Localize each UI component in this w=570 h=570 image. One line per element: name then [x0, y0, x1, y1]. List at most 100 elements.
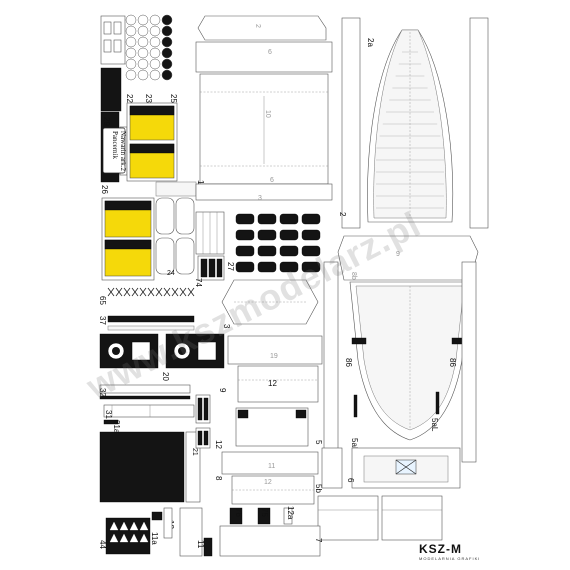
label-3: 3 [222, 324, 231, 329]
label-31: 31 [104, 410, 113, 419]
label-26: 26 [100, 185, 109, 194]
svg-text:8b: 8b [350, 272, 357, 280]
part-25-disc [137, 25, 149, 37]
svg-text:11: 11 [268, 463, 275, 470]
part-25-disc [161, 58, 173, 70]
part-3-hexagonal [221, 279, 319, 325]
part-25-disc [161, 69, 173, 81]
part-black-ring [235, 229, 255, 241]
part-black-ring [279, 245, 299, 257]
svg-text:3: 3 [258, 195, 262, 202]
label-12-top: 12 [268, 379, 277, 388]
label-7: 7 [314, 538, 323, 543]
part-bottom-right-boxes [317, 495, 443, 541]
part-25-disc [161, 36, 173, 48]
part-23-yellow-panels [126, 102, 178, 182]
part-11-box [221, 451, 319, 505]
title-line-2: Nawarin ark.2 [119, 131, 127, 172]
part-44-triangles [109, 521, 149, 543]
part-small-tabs [195, 211, 225, 255]
part-cylinder-wraps [155, 181, 197, 275]
part-25-disc [137, 69, 149, 81]
part-25-disc-group [100, 14, 173, 81]
part-black-ring [279, 261, 299, 273]
label-12a: 12a [286, 506, 295, 520]
label-11a: 11a [150, 532, 159, 545]
part-small-black-ladder [195, 394, 211, 449]
brand-logo-text: KSZ-M [419, 542, 462, 556]
label-12-side: 12 [214, 440, 223, 449]
label-11: 11 [196, 540, 205, 549]
part-black-ring [301, 261, 321, 273]
part-25-disc [149, 25, 161, 37]
part-black-boxes-row [235, 407, 309, 447]
part-25-disc [161, 47, 173, 59]
part-20-black-boxes [99, 333, 225, 369]
label-20: 20 [161, 372, 170, 381]
label-5b: 5b [314, 484, 323, 493]
svg-text:6: 6 [270, 177, 274, 184]
svg-text:12: 12 [264, 479, 272, 486]
label-21: 21 [191, 448, 198, 456]
part-25-disc [149, 58, 161, 70]
part-black-ring [279, 213, 299, 225]
part-bottom-small [219, 507, 321, 557]
part-black-ring [301, 229, 321, 241]
label-23: 23 [144, 94, 153, 103]
brand-logo: KSZ-M MODELARNIA GRAFIKI [419, 542, 480, 561]
part-black-ring [257, 261, 277, 273]
part-26-yellow-panels [101, 197, 155, 281]
part-black-ring [235, 213, 255, 225]
label-32: 32 [98, 388, 107, 397]
part-2-deck [341, 17, 489, 229]
part-25-disc [125, 69, 137, 81]
part-black-ring [301, 245, 321, 257]
label-29: 29 [102, 117, 111, 126]
label-86-right: 86 [448, 358, 457, 367]
part-black-ring [301, 213, 321, 225]
label-65: 65 [98, 296, 107, 305]
label-2: 2 [338, 212, 347, 217]
label-24: 24 [167, 270, 175, 277]
part-19-block [227, 335, 323, 403]
part-27-black-bits [197, 255, 225, 281]
part-25-disc [161, 25, 173, 37]
part-black-ring [257, 245, 277, 257]
label-1: 1 [196, 180, 205, 185]
label-9: 9 [218, 388, 227, 393]
part-25-disc [137, 14, 149, 26]
svg-text:19: 19 [270, 353, 278, 360]
part-black-ring-set [235, 213, 321, 273]
part-black-ring [279, 229, 299, 241]
label-25: 25 [169, 94, 178, 103]
label-37: 37 [98, 316, 107, 325]
part-25-disc [149, 47, 161, 59]
label-75: 75 [260, 508, 269, 517]
part-25-disc [149, 69, 161, 81]
part-25-disc [161, 14, 173, 26]
part-25-disc [125, 47, 137, 59]
part-black-ring [235, 245, 255, 257]
part-25-disc [137, 36, 149, 48]
part-32-rails [99, 384, 195, 425]
label-31a: 31a [112, 420, 121, 434]
part-25-disc [137, 58, 149, 70]
part-22-black-strip [100, 67, 122, 112]
label-5aR: 5aR [350, 438, 359, 453]
part-25-disc [125, 36, 137, 48]
label-27: 27 [226, 262, 235, 271]
brand-logo-subtext: MODELARNIA GRAFIKI [419, 556, 480, 561]
svg-text:6: 6 [268, 49, 272, 56]
title-line-1: Pancernik [111, 131, 119, 159]
part-large-black-block [99, 431, 185, 503]
part-25-disc [149, 36, 161, 48]
part-37-strip [107, 315, 195, 323]
label-8: 8 [214, 476, 223, 481]
label-76: 76 [234, 508, 243, 517]
label-2a: 2a [366, 38, 375, 47]
label-5aL: 5aL [430, 418, 439, 432]
part-25-disc [125, 25, 137, 37]
part-25-disc [137, 47, 149, 59]
